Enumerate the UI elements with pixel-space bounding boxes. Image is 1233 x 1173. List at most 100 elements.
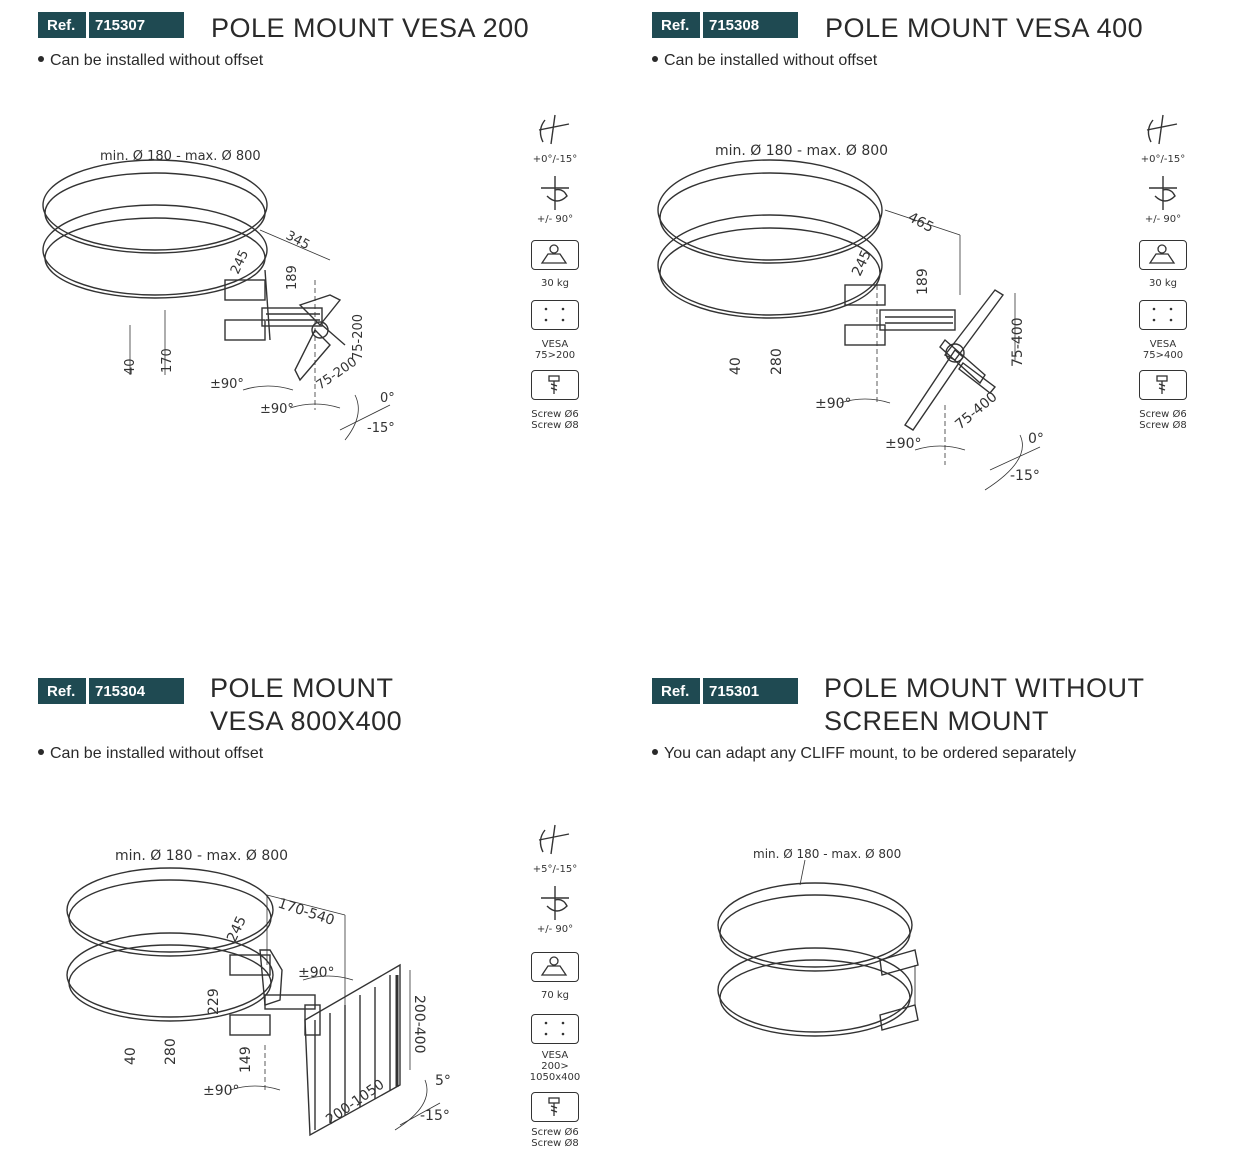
product-drawing: min. Ø 180 - max. Ø 800 465 245 189 40 2… (657, 143, 1044, 491)
feature-bullet: Can be installed without offset (652, 52, 877, 70)
ref-badge: Ref. 715307 (38, 12, 184, 38)
dim-label: 0° (1028, 431, 1044, 447)
tilt-caption: +0°/-15° (1140, 154, 1186, 165)
dim-label: -15° (367, 421, 395, 436)
product-drawing: min. Ø 180 - max. Ø 800 (717, 847, 919, 1037)
ref-number: 715308 (703, 12, 798, 38)
dim-label: 40 (123, 358, 138, 375)
ref-label: Ref. (38, 12, 86, 38)
diameter-label: min. Ø 180 - max. Ø 800 (753, 847, 901, 861)
dim-label: 280 (163, 1038, 179, 1065)
ref-number: 715301 (703, 678, 798, 704)
load-caption: 70 kg (540, 990, 570, 1001)
diameter-label: min. Ø 180 - max. Ø 800 (715, 143, 888, 159)
ref-badge: Ref. 715304 (38, 678, 184, 704)
dim-label: 200-1050 (323, 1077, 387, 1129)
product-title: POLE MOUNT VESA 400 (825, 12, 1143, 45)
swivel-caption: +/- 90° (1144, 214, 1182, 225)
dim-label: ±90° (885, 436, 922, 452)
product-title: POLE MOUNT VESA 800X400 (210, 672, 402, 738)
dim-label: 0° (380, 391, 395, 406)
product-drawing: min. Ø 180 - max. Ø 800 345 245 189 40 1… (42, 149, 395, 441)
ref-number: 715307 (89, 12, 184, 38)
dim-label: 465 (905, 209, 936, 236)
ref-label: Ref. (652, 12, 700, 38)
dim-label: ±90° (815, 396, 852, 412)
dim-label: 245 (228, 248, 252, 277)
dim-label: 229 (206, 988, 222, 1015)
title-line: POLE MOUNT WITHOUT (824, 673, 1145, 703)
load-icon (1139, 240, 1187, 270)
vesa-icon (531, 300, 579, 330)
screw-icon (531, 1092, 579, 1122)
ref-label: Ref. (38, 678, 86, 704)
dim-label: 149 (238, 1046, 254, 1073)
bullet-dot-icon (652, 748, 658, 755)
dim-label: 345 (283, 228, 312, 253)
dim-label: 75-400 (952, 389, 1000, 433)
tilt-icon (1146, 114, 1178, 145)
swivel-caption: +/- 90° (536, 924, 574, 935)
ref-number: 715304 (89, 678, 184, 704)
feature-bullet: Can be installed without offset (38, 745, 263, 763)
title-line: VESA 800X400 (210, 706, 403, 736)
diameter-label: min. Ø 180 - max. Ø 800 (115, 848, 288, 864)
load-caption: 30 kg (1148, 278, 1178, 289)
screw-icon (531, 370, 579, 400)
diameter-label: min. Ø 180 - max. Ø 800 (100, 149, 261, 164)
tilt-caption: +5°/-15° (532, 864, 578, 875)
dim-label: ±90° (260, 402, 294, 417)
swivel-icon (541, 176, 569, 210)
title-line: POLE MOUNT (210, 673, 394, 703)
dim-label: -15° (1010, 468, 1040, 484)
product-title: POLE MOUNT VESA 200 (211, 12, 529, 45)
dim-label: 189 (285, 265, 300, 290)
load-icon (531, 240, 579, 270)
ref-badge: Ref. 715308 (652, 12, 798, 38)
dim-label: 170 (160, 348, 175, 373)
load-icon (531, 952, 579, 982)
bullet-dot-icon (38, 55, 44, 62)
dim-label: 245 (849, 248, 875, 279)
dim-label: 280 (769, 348, 785, 375)
feature-bullet: Can be installed without offset (38, 52, 263, 70)
dim-label: 75-200 (351, 314, 366, 360)
dim-label: 200-400 (411, 995, 427, 1054)
feature-bullet: You can adapt any CLIFF mount, to be ord… (652, 745, 1076, 763)
title-line: SCREEN MOUNT (824, 706, 1050, 736)
title-line: POLE MOUNT VESA 400 (825, 13, 1144, 43)
tilt-icon (538, 824, 570, 855)
tilt-icon (538, 114, 570, 145)
dim-label: 170-540 (276, 896, 337, 929)
dim-label: 75-200 (314, 355, 360, 394)
dim-label: ±90° (298, 965, 335, 981)
product-title: POLE MOUNT WITHOUT SCREEN MOUNT (824, 672, 1145, 738)
bullet-dot-icon (652, 55, 658, 62)
dim-label: 245 (224, 914, 250, 945)
dim-label: 40 (728, 357, 744, 375)
screw-icon (1139, 370, 1187, 400)
ref-label: Ref. (652, 678, 700, 704)
dim-label: ±90° (203, 1083, 240, 1099)
load-caption: 30 kg (540, 278, 570, 289)
dim-label: 189 (915, 268, 931, 295)
vesa-icon (531, 1014, 579, 1044)
ref-badge: Ref. 715301 (652, 678, 798, 704)
swivel-icon (1149, 176, 1177, 210)
tilt-caption: +0°/-15° (532, 154, 578, 165)
swivel-icon (541, 886, 569, 920)
bullet-dot-icon (38, 748, 44, 755)
dim-label: ±90° (210, 377, 244, 392)
dim-label: -15° (420, 1108, 450, 1124)
swivel-caption: +/- 90° (536, 214, 574, 225)
vesa-icon (1139, 300, 1187, 330)
